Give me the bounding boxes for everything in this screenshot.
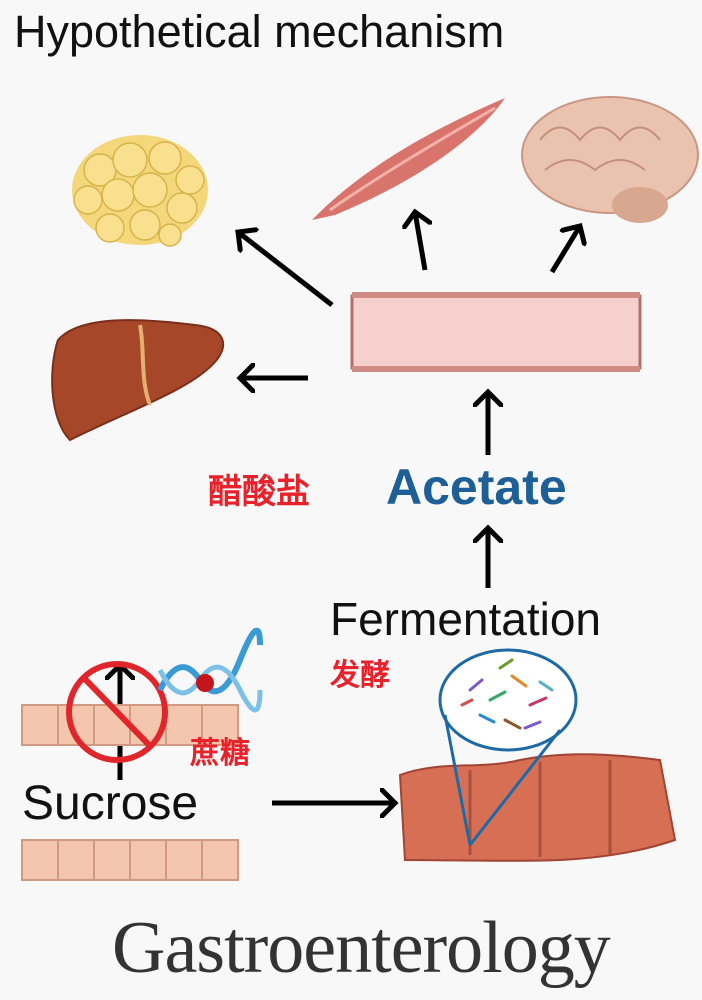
- arrow-to-brain: [549, 226, 580, 274]
- dna-icon: [157, 627, 263, 713]
- brain-icon: [521, 96, 699, 223]
- colon-icon: [398, 753, 677, 862]
- diagram-title: Hypothetical mechanism: [14, 6, 505, 57]
- arrow-to-fat: [238, 232, 334, 307]
- arrow-to-muscle: [415, 212, 425, 271]
- prohibited-icon: [66, 661, 168, 763]
- fermentation-chinese-label: 发酵: [330, 658, 390, 693]
- muscle-icon: [312, 98, 505, 220]
- sucrose-label: Sucrose: [22, 777, 199, 830]
- blood-vessel-icon: [350, 292, 642, 372]
- journal-name: Gastroenterology: [112, 907, 611, 989]
- adipose-tissue-icon: [72, 135, 208, 247]
- acetate-chinese-label: 醋酸盐: [208, 472, 310, 512]
- microbiome-icon: [438, 648, 578, 846]
- fermentation-label: Fermentation: [330, 593, 602, 645]
- acetate-label: Acetate: [386, 459, 567, 515]
- intestinal-epithelium-icon: [21, 704, 239, 881]
- liver-icon: [51, 319, 225, 442]
- sucrose-chinese-label: 蔗糖: [190, 736, 250, 771]
